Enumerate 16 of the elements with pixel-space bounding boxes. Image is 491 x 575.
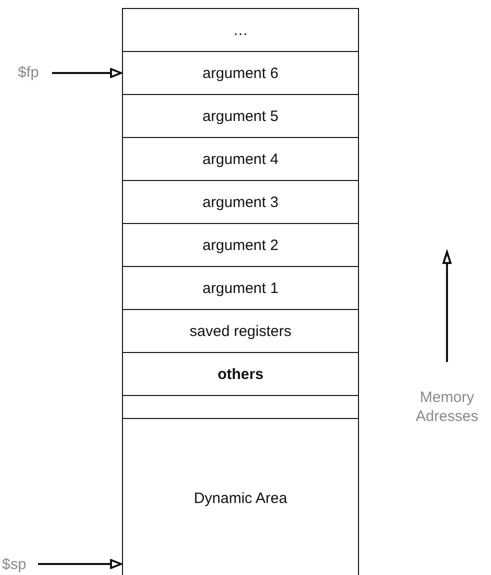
stack-cell: … [122, 8, 359, 52]
stack-cell: argument 4 [122, 137, 359, 181]
stack-cell: argument 5 [122, 94, 359, 138]
axis-label: Memory Adresses [414, 388, 480, 426]
stack-cell: argument 1 [122, 266, 359, 310]
stack-cell: others [122, 352, 359, 396]
pointer-label: $fp [18, 64, 39, 82]
stack-cell: argument 2 [122, 223, 359, 267]
stack-cell: argument 3 [122, 180, 359, 224]
stack-cell: Dynamic Area [122, 418, 359, 575]
pointer-label: $sp [2, 556, 26, 574]
arrow [52, 68, 122, 78]
empty-stack-cell [122, 395, 359, 419]
stack-cell: argument 6 [122, 51, 359, 95]
stack-cell: saved registers [122, 309, 359, 353]
arrow [38, 559, 122, 569]
